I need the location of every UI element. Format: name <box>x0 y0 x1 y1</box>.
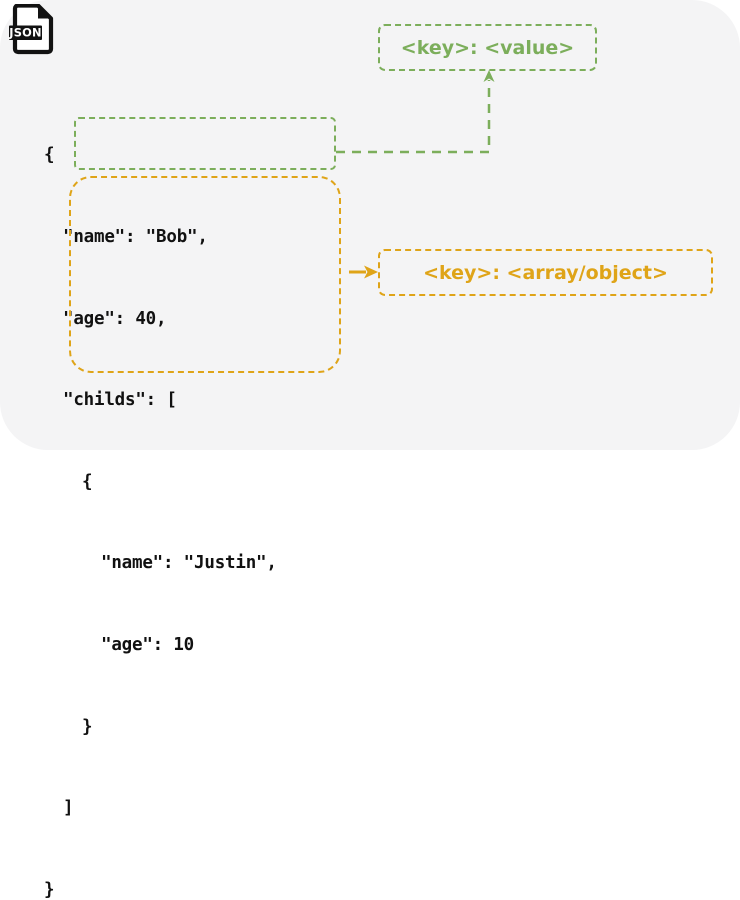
background-card <box>0 0 740 450</box>
code-line: { <box>44 145 55 166</box>
code-line: "name": "Justin", <box>101 553 277 574</box>
legend-key-value: <key>: <value> <box>378 24 597 71</box>
legend-key-array-object-label: <key>: <array/object> <box>423 261 668 284</box>
legend-key-array-object: <key>: <array/object> <box>378 249 713 296</box>
code-line: "age": 10 <box>101 634 195 655</box>
svg-text:JSON: JSON <box>8 26 41 40</box>
code-line: { <box>82 471 93 492</box>
key-container-highlight-box <box>69 176 341 373</box>
code-line: "age": 40, <box>63 308 167 329</box>
key-value-highlight-box <box>74 117 336 170</box>
code-line: } <box>82 716 93 737</box>
code-line: "name": "Bob", <box>63 227 208 247</box>
json-file-icon: JSON <box>8 4 56 56</box>
code-line: } <box>44 879 55 900</box>
code-line: ] <box>63 798 74 819</box>
code-line: "childs": [ <box>63 390 177 411</box>
legend-key-value-label: <key>: <value> <box>400 36 575 59</box>
